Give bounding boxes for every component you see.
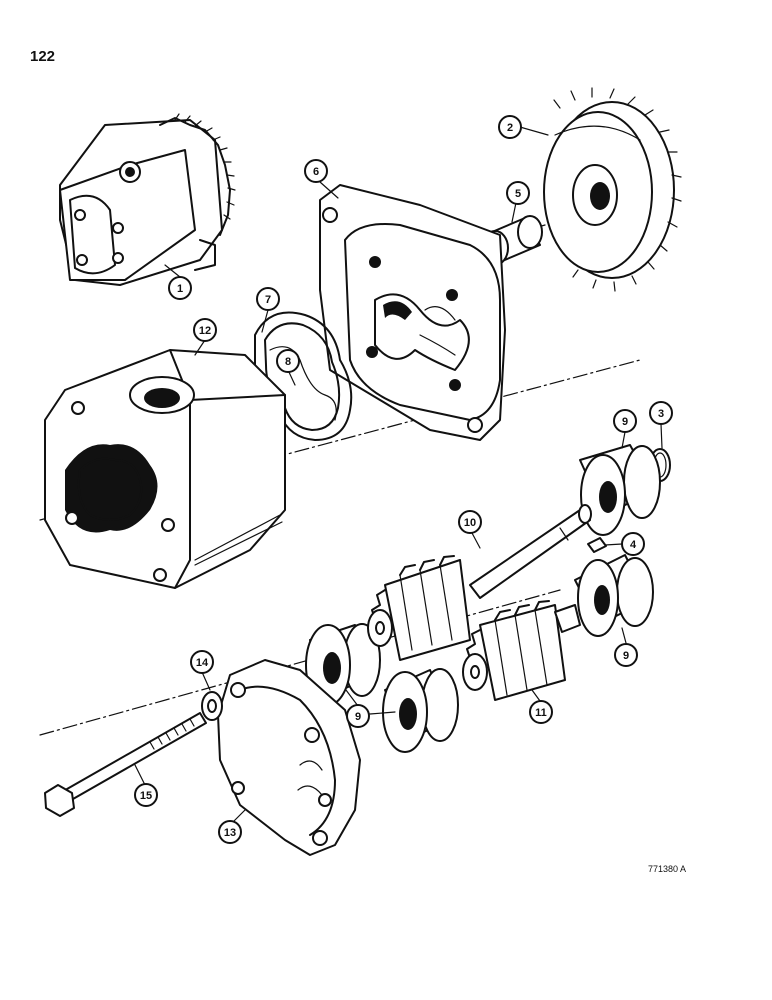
callout-8: 8 — [276, 349, 300, 373]
callout-14-label: 14 — [196, 657, 209, 669]
callout-13-label: 13 — [224, 827, 236, 839]
callout-11: 11 — [529, 700, 553, 724]
part-driven-gear — [462, 600, 581, 701]
part-drive-gear — [543, 87, 682, 292]
callout-9-top-label: 9 — [622, 416, 628, 428]
part-bolt — [44, 712, 207, 817]
callout-1: 1 — [168, 276, 192, 300]
callout-4: 4 — [621, 532, 645, 556]
callout-15: 15 — [134, 783, 158, 807]
part-drive-shaft — [367, 504, 592, 661]
callout-1-label: 1 — [177, 283, 183, 295]
callout-7: 7 — [256, 287, 280, 311]
part-bearing-top — [579, 444, 661, 536]
callout-9-left-label: 9 — [355, 711, 361, 723]
callout-9-right: 9 — [614, 643, 638, 667]
callout-6: 6 — [304, 159, 328, 183]
callout-10: 10 — [458, 510, 482, 534]
part-bearing-bottom — [382, 668, 459, 753]
callout-13: 13 — [218, 820, 242, 844]
callout-7-label: 7 — [265, 294, 271, 306]
page-number: 122 — [30, 48, 56, 65]
part-bearing-right — [574, 554, 654, 637]
callout-4-label: 4 — [630, 539, 637, 551]
callout-9-top: 9 — [613, 409, 637, 433]
callout-12-label: 12 — [199, 325, 211, 337]
part-key — [587, 537, 607, 553]
callout-14: 14 — [190, 650, 214, 674]
callout-5: 5 — [506, 181, 530, 205]
reference-code: 771380 A — [648, 864, 687, 874]
callout-6-label: 6 — [313, 166, 319, 178]
callout-2: 2 — [498, 115, 522, 139]
callout-8-label: 8 — [285, 356, 291, 368]
callout-9-left: 9 — [346, 704, 370, 728]
callout-9-right-label: 9 — [623, 650, 629, 662]
callout-15-label: 15 — [140, 790, 152, 802]
callout-3: 3 — [649, 401, 673, 425]
callout-12: 12 — [193, 318, 217, 342]
part-end-cover — [217, 659, 361, 856]
part-mounting-flange — [319, 184, 506, 441]
part-pump-body — [44, 349, 286, 589]
part-washer — [201, 691, 223, 721]
callout-2-label: 2 — [507, 122, 513, 134]
callout-5-label: 5 — [515, 188, 521, 200]
part-assembled-pump — [59, 113, 236, 286]
callout-10-label: 10 — [464, 517, 476, 529]
callout-3-label: 3 — [658, 408, 664, 420]
callout-11-label: 11 — [535, 707, 547, 719]
